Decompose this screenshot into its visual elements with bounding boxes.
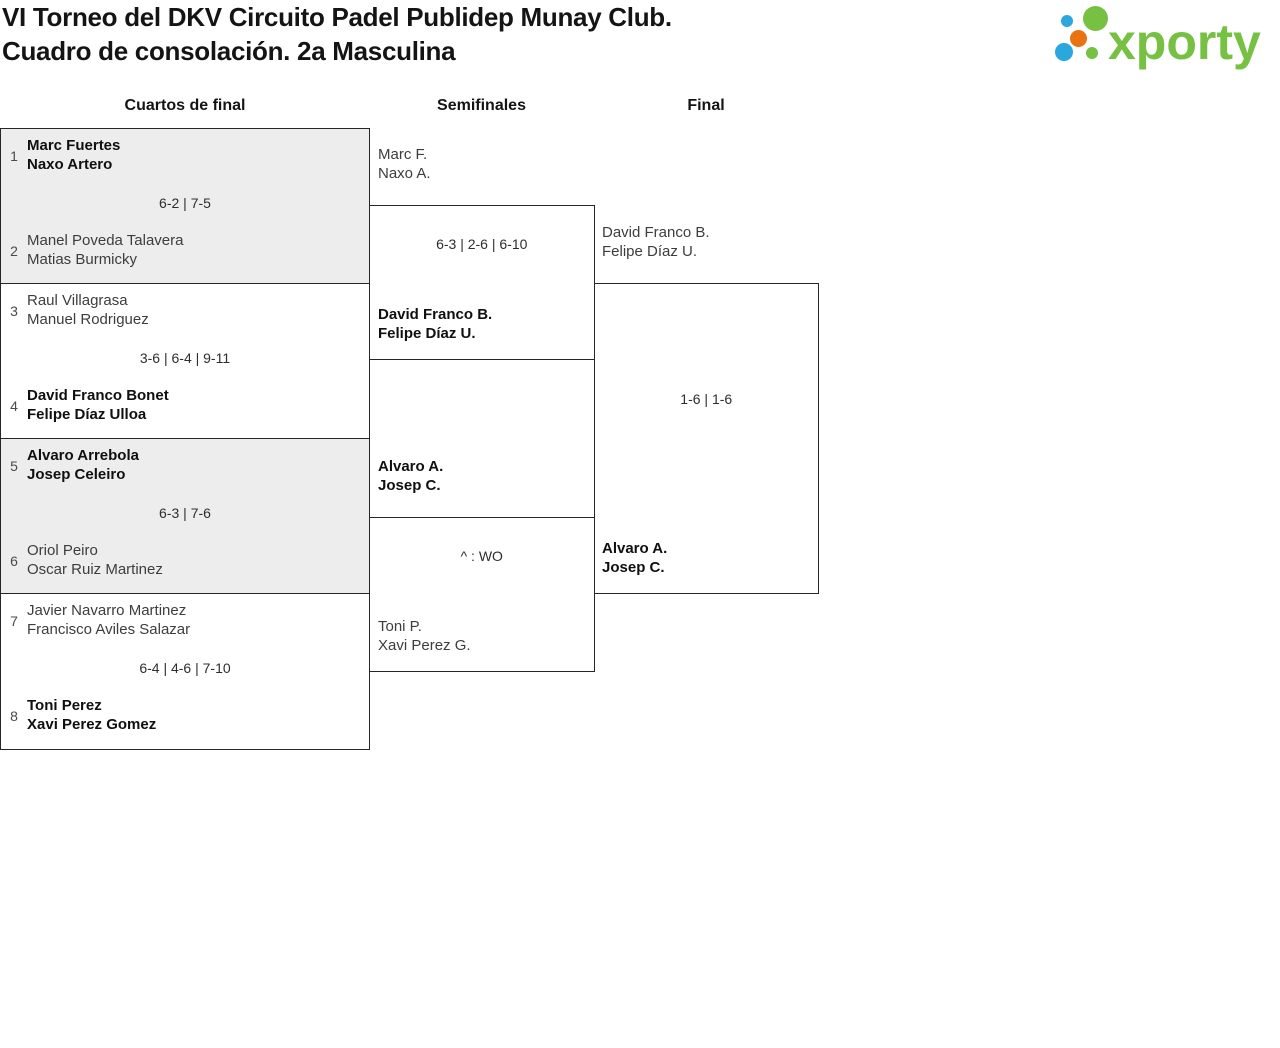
seed-number: 6 bbox=[10, 552, 18, 569]
team-names: David Franco B. Felipe Díaz U. bbox=[602, 224, 710, 261]
column-header-semifinals: Semifinales bbox=[437, 97, 526, 114]
team-names: Javier Navarro Martinez Francisco Aviles… bbox=[27, 602, 190, 639]
seed-number: 1 bbox=[10, 147, 18, 164]
player-name: Naxo A. bbox=[378, 164, 431, 182]
match-quarterfinal-1: 1 Marc Fuertes Naxo Artero 6-2 | 7-5 2 M… bbox=[0, 128, 370, 285]
player-name: Francisco Aviles Salazar bbox=[27, 620, 191, 638]
column-header-final: Final bbox=[687, 97, 725, 114]
logo-dot-blue-small bbox=[1061, 15, 1073, 27]
xporty-logo[interactable]: xporty bbox=[1050, 0, 1275, 78]
player-name: Manuel Rodriguez bbox=[27, 310, 149, 328]
player-name: David Franco Bonet bbox=[27, 387, 169, 404]
team-names: Alvaro Arrebola Josep Celeiro bbox=[27, 447, 139, 484]
team-names: Manel Poveda Talavera Matias Burmicky bbox=[27, 232, 184, 269]
team-names: Raul Villagrasa Manuel Rodriguez bbox=[27, 292, 149, 329]
title-line-2: Cuadro de consolación. 2a Masculina bbox=[2, 36, 456, 66]
player-name: Alvaro Arrebola bbox=[27, 447, 139, 464]
team-names: David Franco Bonet Felipe Díaz Ulloa bbox=[27, 387, 169, 424]
team-names: Toni P. Xavi Perez G. bbox=[378, 618, 471, 655]
logo-dot-green-small bbox=[1086, 47, 1098, 59]
player-name: Oscar Ruiz Martinez bbox=[27, 560, 163, 578]
logo-dot-blue-medium bbox=[1055, 43, 1073, 61]
player-name: Felipe Díaz Ulloa bbox=[27, 405, 147, 423]
team-names: Oriol Peiro Oscar Ruiz Martinez bbox=[27, 542, 163, 579]
seed-number: 8 bbox=[10, 707, 18, 724]
team-names: Toni Perez Xavi Perez Gomez bbox=[27, 697, 156, 734]
player-name: Raul Villagrasa bbox=[27, 292, 128, 309]
player-name: Alvaro A. bbox=[602, 540, 668, 557]
logo-dot-green-large bbox=[1083, 6, 1108, 31]
team-names: Alvaro A. Josep C. bbox=[378, 458, 443, 495]
seed-number: 4 bbox=[10, 397, 18, 414]
title-line-1: VI Torneo del DKV Circuito Padel Publide… bbox=[2, 2, 672, 32]
seed-number: 5 bbox=[10, 457, 18, 474]
player-name: David Franco B. bbox=[378, 306, 493, 323]
player-name: Josep C. bbox=[378, 476, 441, 494]
player-name: David Franco B. bbox=[602, 224, 710, 241]
player-name: Felipe Díaz U. bbox=[378, 324, 476, 342]
player-name: Marc Fuertes bbox=[27, 137, 121, 154]
player-name: Josep C. bbox=[602, 558, 665, 576]
match-quarterfinal-4: 7 Javier Navarro Martinez Francisco Avil… bbox=[0, 593, 370, 750]
team-names: Marc F. Naxo A. bbox=[378, 146, 431, 183]
match-quarterfinal-3: 5 Alvaro Arrebola Josep Celeiro 6-3 | 7-… bbox=[0, 438, 370, 595]
team-names: Marc Fuertes Naxo Artero bbox=[27, 137, 120, 174]
player-name: Javier Navarro Martinez bbox=[27, 602, 187, 619]
player-name: Marc F. bbox=[378, 146, 428, 163]
match-final bbox=[593, 283, 819, 594]
match-score: 6-3 | 2-6 | 6-10 bbox=[436, 236, 528, 252]
player-name: Xavi Perez Gomez bbox=[27, 715, 157, 733]
page-title: VI Torneo del DKV Circuito Padel Publide… bbox=[2, 0, 672, 68]
seed-number: 3 bbox=[10, 302, 18, 319]
logo-wordmark: xporty bbox=[1108, 14, 1261, 70]
player-name: Manel Poveda Talavera bbox=[27, 232, 184, 249]
match-score: 1-6 | 1-6 bbox=[680, 391, 733, 407]
match-quarterfinal-2: 3 Raul Villagrasa Manuel Rodriguez 3-6 |… bbox=[0, 283, 370, 440]
match-semifinal-2 bbox=[368, 517, 595, 672]
player-name: Toni P. bbox=[378, 618, 422, 635]
logo-dot-orange bbox=[1070, 30, 1087, 47]
player-name: Felipe Díaz U. bbox=[602, 242, 698, 260]
match-score: 6-2 | 7-5 bbox=[159, 195, 211, 211]
player-name: Josep Celeiro bbox=[27, 465, 126, 483]
player-name: Xavi Perez G. bbox=[378, 636, 471, 654]
team-names: Alvaro A. Josep C. bbox=[602, 540, 667, 577]
player-name: Naxo Artero bbox=[27, 155, 113, 173]
match-score: 3-6 | 6-4 | 9-11 bbox=[139, 350, 231, 366]
player-name: Oriol Peiro bbox=[27, 542, 98, 559]
player-name: Toni Perez bbox=[27, 697, 102, 714]
seed-number: 2 bbox=[10, 242, 18, 259]
player-name: Alvaro A. bbox=[378, 458, 444, 475]
match-score: 6-4 | 4-6 | 7-10 bbox=[139, 660, 231, 676]
match-score: ^ : WO bbox=[460, 548, 503, 564]
match-semifinal-1 bbox=[368, 205, 595, 360]
team-names: David Franco B. Felipe Díaz U. bbox=[378, 306, 492, 343]
player-name: Matias Burmicky bbox=[27, 250, 138, 268]
match-score: 6-3 | 7-6 bbox=[159, 505, 211, 521]
column-header-quarterfinals: Cuartos de final bbox=[124, 97, 246, 114]
seed-number: 7 bbox=[10, 612, 18, 629]
